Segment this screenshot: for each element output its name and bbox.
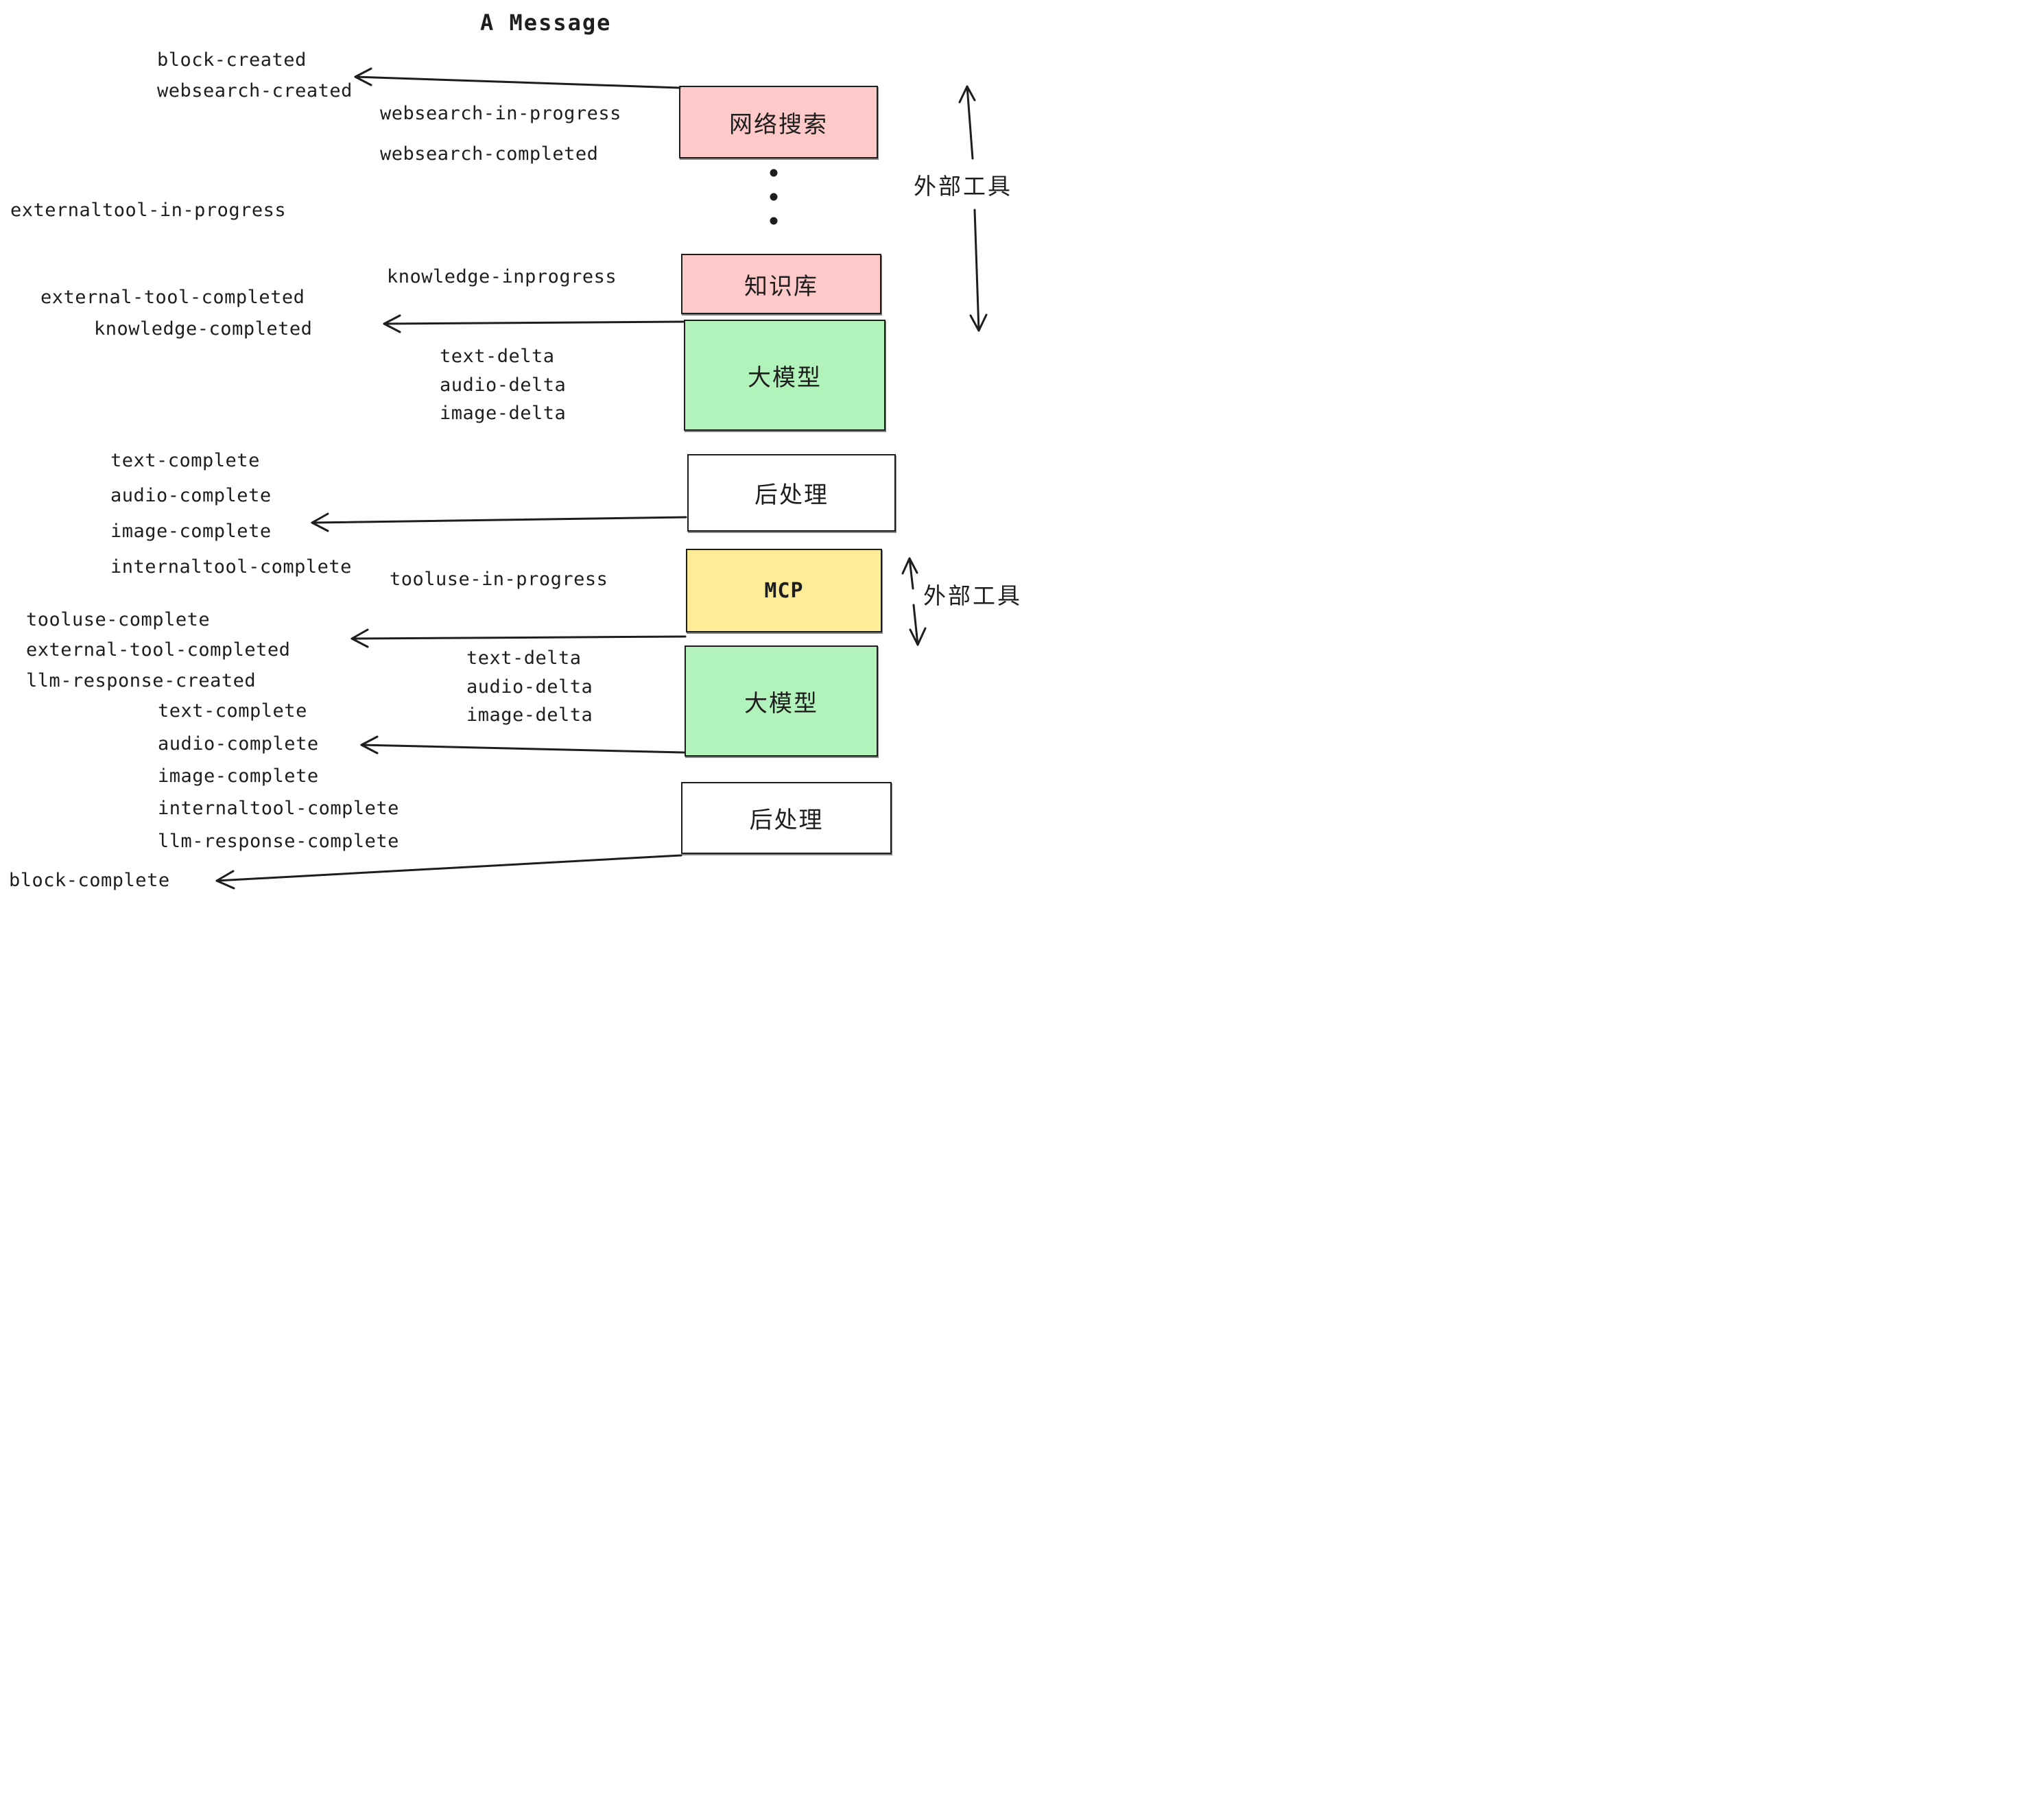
box-mcp: MCP: [686, 549, 882, 632]
event-image-complete: image-complete: [110, 521, 272, 542]
event-external-tool-completed: external-tool-completed: [40, 287, 305, 308]
event-knowledge-inprogress: knowledge-inprogress: [387, 266, 617, 287]
arrow-external-tools-up-2: [901, 557, 918, 590]
arrow-llm2-to-audio-complete: [360, 735, 685, 755]
box-websearch: 网络搜索: [679, 86, 878, 158]
box-knowledge-label: 知识库: [744, 273, 818, 300]
arrow-postprocess2-to-block-complete: [215, 854, 682, 890]
diagram-canvas: A Message block-created websearch-create…: [0, 0, 1022, 902]
box-postprocess-2-label: 后处理: [749, 807, 824, 833]
event-tooluse-in-progress: tooluse-in-progress: [390, 569, 608, 590]
arrow-llm1-to-knowledge-completed: [383, 314, 685, 333]
arrow-websearch-to-created: [354, 67, 681, 89]
arrow-external-tools-down-2: [909, 604, 927, 646]
event-external-tool-completed-2: external-tool-completed: [26, 639, 291, 661]
event-image-complete-2: image-complete: [158, 765, 319, 787]
event-text-complete-2: text-complete: [158, 700, 307, 722]
event-externaltool-in-progress: externaltool-in-progress: [10, 200, 287, 221]
event-text-delta-2: text-delta: [466, 648, 582, 669]
event-audio-delta-2: audio-delta: [466, 676, 593, 698]
event-audio-complete: audio-complete: [110, 485, 272, 506]
box-knowledge: 知识库: [681, 254, 881, 314]
event-image-delta-2: image-delta: [466, 704, 593, 726]
side-label-external-tools-1: 外部工具: [914, 174, 1012, 199]
event-internaltool-complete-2: internaltool-complete: [158, 798, 399, 819]
diagram-title: A Message: [480, 10, 612, 36]
event-knowledge-completed: knowledge-completed: [94, 318, 313, 340]
box-mcp-label: MCP: [764, 578, 804, 603]
ellipsis-dots: [770, 169, 778, 225]
event-websearch-in-progress: websearch-in-progress: [380, 103, 621, 124]
event-llm-response-complete: llm-response-complete: [158, 831, 399, 852]
event-llm-response-created: llm-response-created: [26, 670, 257, 691]
event-text-delta: text-delta: [440, 346, 555, 367]
event-audio-delta: audio-delta: [440, 375, 567, 396]
event-tooluse-complete: tooluse-complete: [26, 609, 211, 630]
event-block-complete: block-complete: [9, 870, 170, 891]
box-llm-2: 大模型: [685, 645, 878, 757]
box-postprocess-2: 后处理: [681, 782, 892, 854]
arrow-postprocess1-to-image-complete: [311, 512, 687, 532]
event-image-delta: image-delta: [440, 403, 567, 424]
box-postprocess-1-label: 后处理: [754, 482, 829, 508]
event-internaltool-complete: internaltool-complete: [110, 556, 352, 578]
event-block-created: block-created: [157, 49, 307, 71]
box-postprocess-1: 后处理: [687, 454, 896, 532]
arrow-external-tools-up-1: [958, 85, 976, 160]
event-audio-complete-2: audio-complete: [158, 733, 319, 755]
box-llm-2-label: 大模型: [744, 690, 818, 717]
box-websearch-label: 网络搜索: [729, 111, 828, 138]
arrow-mcp-to-external-tool-completed: [350, 628, 687, 648]
arrow-external-tools-down-1: [969, 209, 988, 332]
event-websearch-created: websearch-created: [157, 80, 353, 102]
event-websearch-completed: websearch-completed: [380, 143, 599, 165]
side-label-external-tools-2: 外部工具: [923, 583, 1022, 608]
event-text-complete: text-complete: [110, 450, 260, 471]
box-llm-1: 大模型: [684, 320, 886, 431]
box-llm-1-label: 大模型: [748, 364, 822, 391]
